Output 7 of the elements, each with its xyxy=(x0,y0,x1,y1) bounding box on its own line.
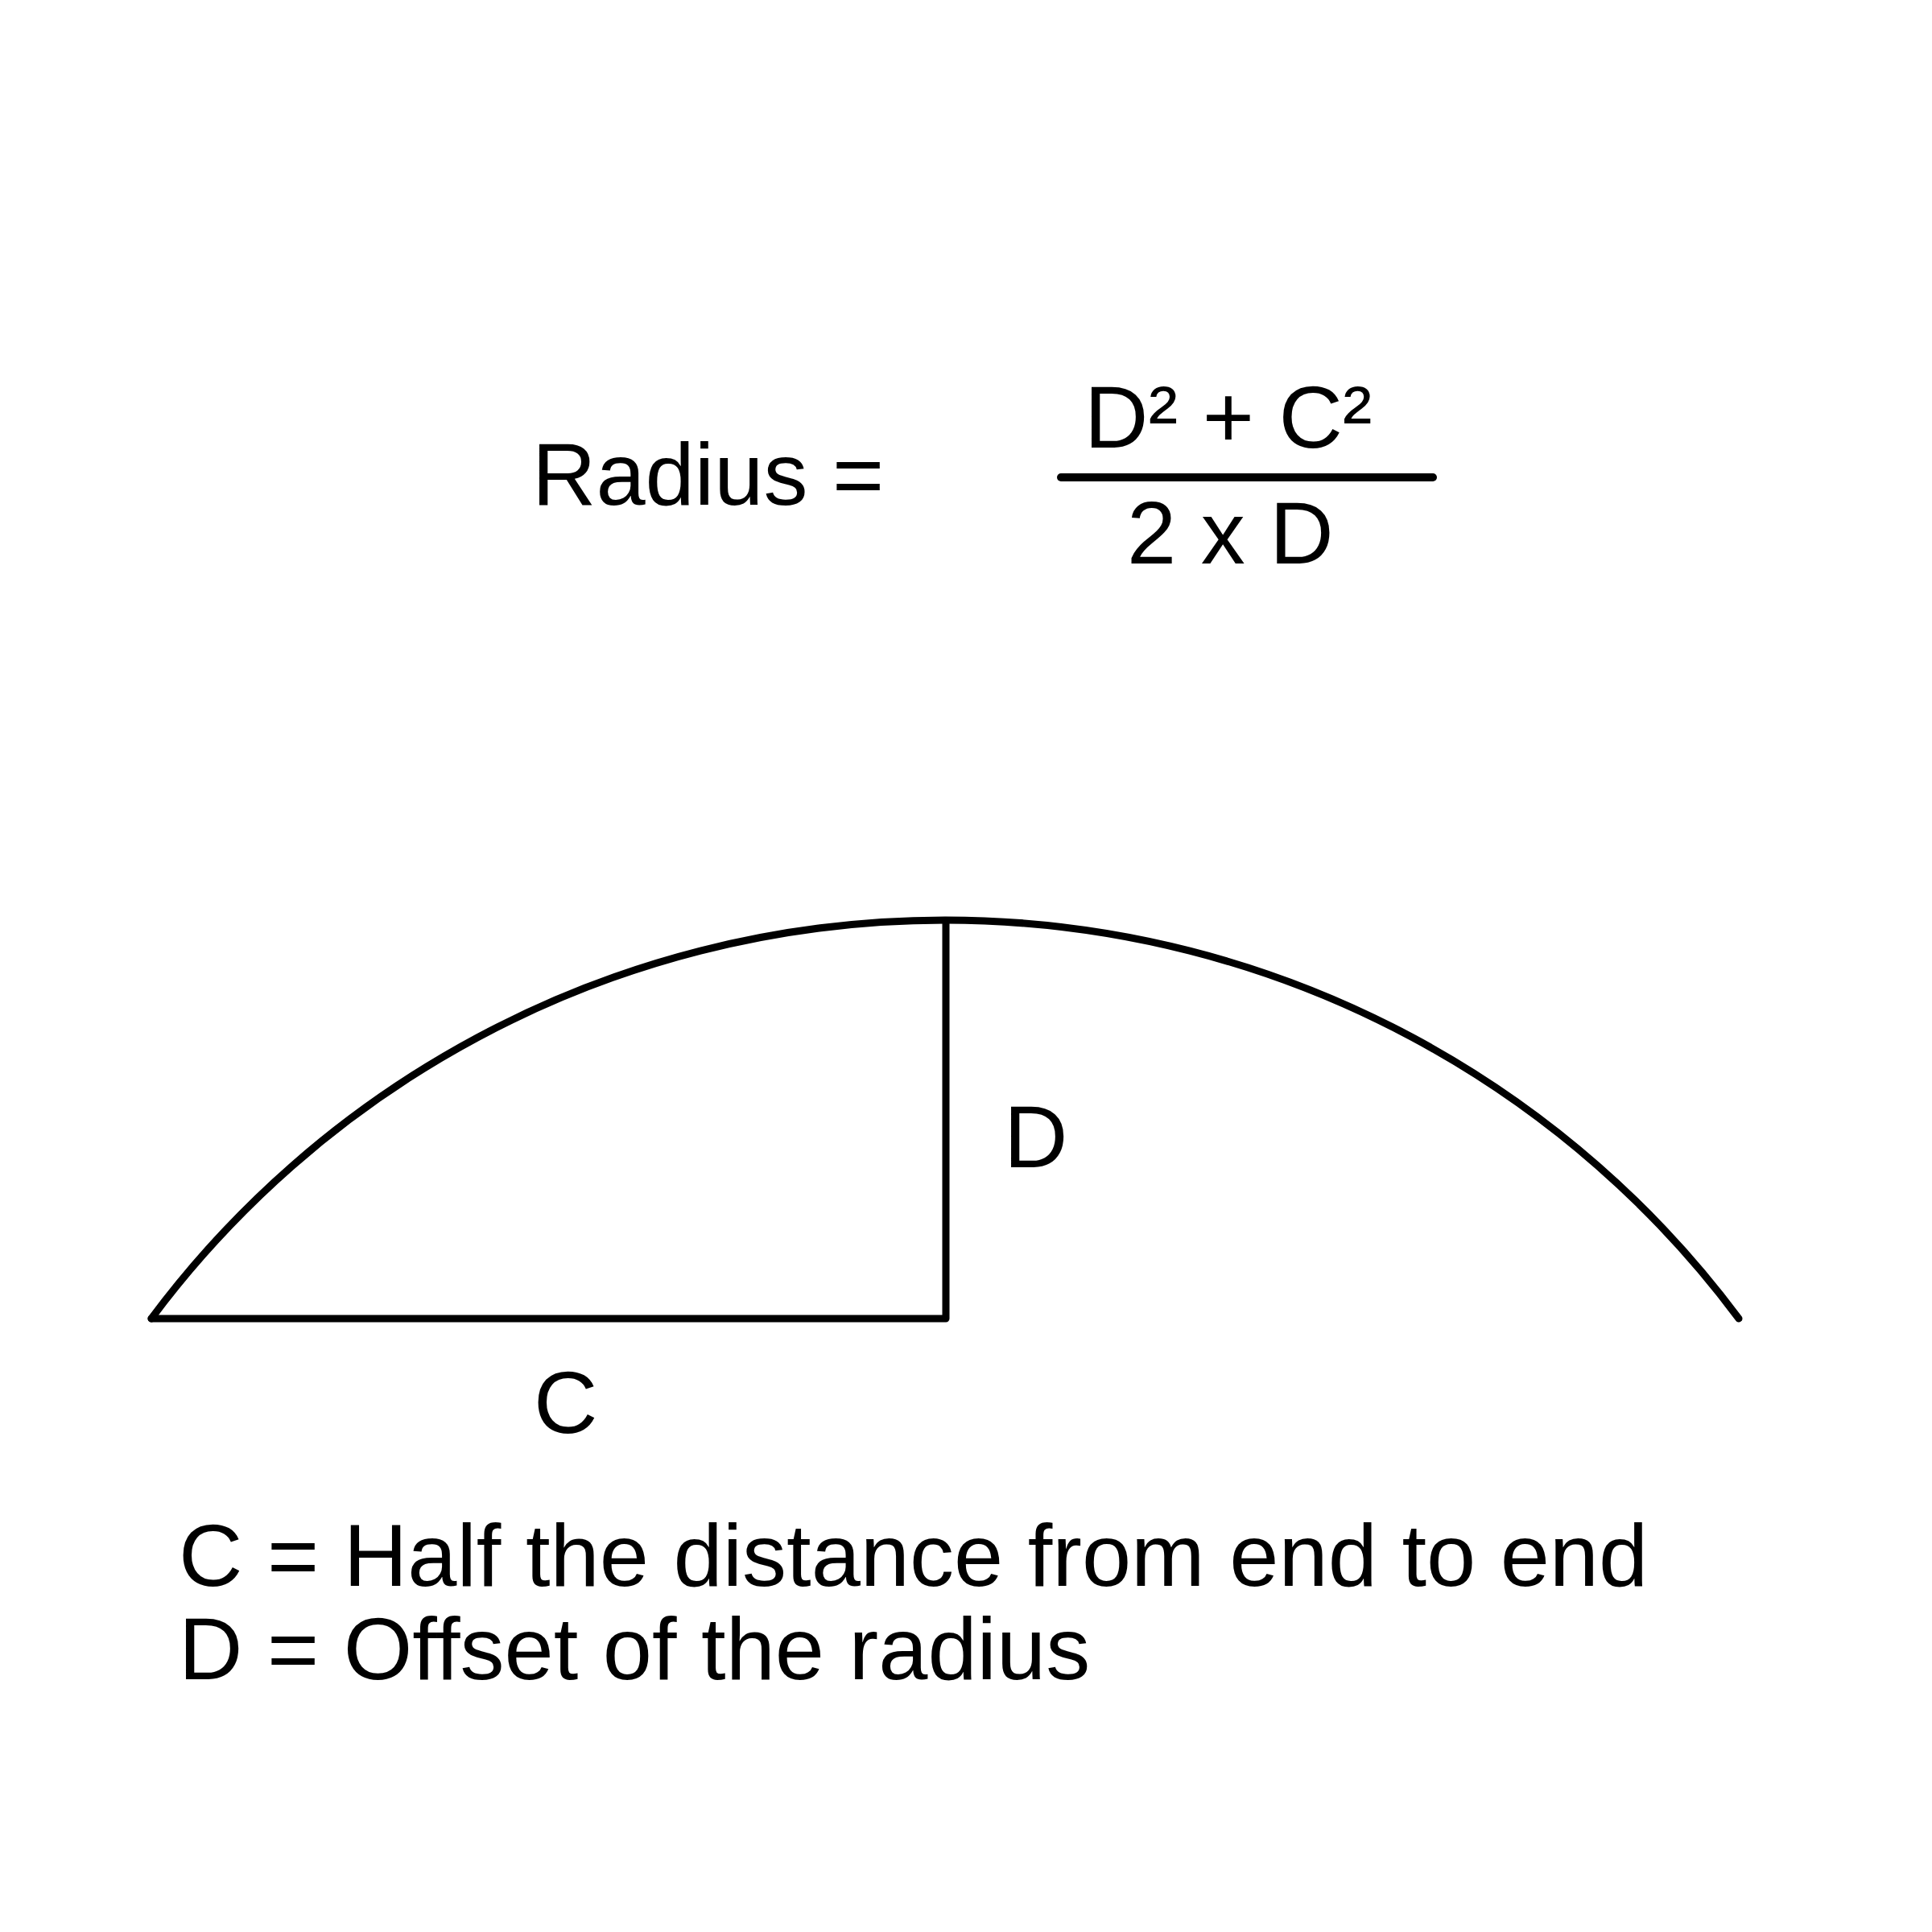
numerator: D² + C² xyxy=(1084,373,1373,461)
definition-text: C = Half the distance from end to end xyxy=(179,1511,1649,1600)
formula-label: Radius = xyxy=(532,430,885,518)
dimension-label: C xyxy=(534,1358,598,1447)
definition-text: D = Offset of the radius xyxy=(179,1604,1091,1693)
dimension-label: D xyxy=(1004,1092,1068,1181)
denominator: 2 x D xyxy=(1127,489,1334,577)
